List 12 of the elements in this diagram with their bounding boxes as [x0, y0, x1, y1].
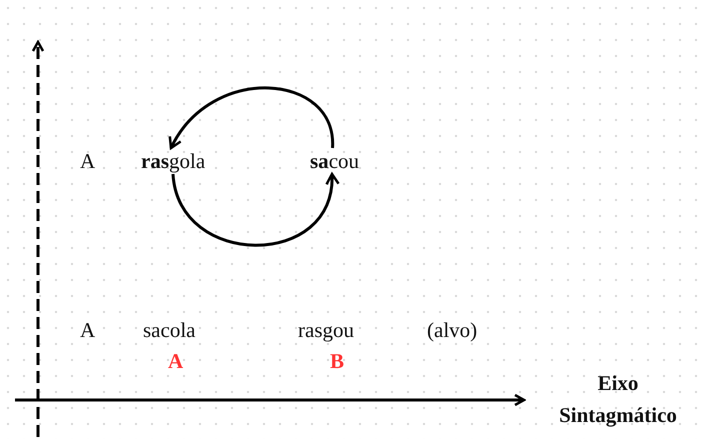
word: rasgola: [141, 148, 206, 174]
word: A: [80, 148, 96, 174]
axis-label: Eixo Sintagmático: [558, 370, 678, 429]
word: sacou: [310, 148, 360, 174]
word: (alvo): [427, 317, 478, 343]
curved-arrow: [170, 86, 334, 150]
word: rasgou: [298, 317, 354, 343]
curved-arrow: [172, 172, 338, 247]
letter-marker: B: [330, 348, 344, 374]
word: sacola: [143, 317, 196, 343]
word: A: [80, 317, 96, 343]
letter-marker: A: [168, 348, 184, 374]
